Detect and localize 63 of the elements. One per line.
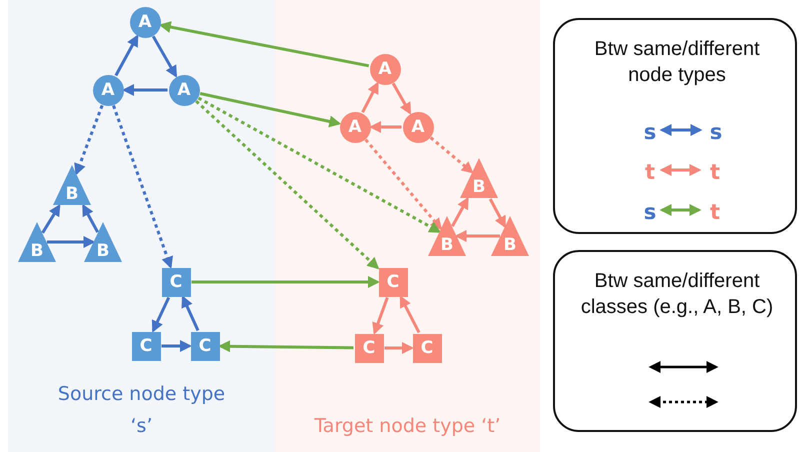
arrow — [152, 296, 170, 333]
arrow — [122, 84, 168, 96]
arrow — [82, 204, 99, 233]
arrow — [158, 21, 370, 68]
square-node: C — [132, 332, 160, 360]
arrow — [200, 92, 342, 128]
arrow — [192, 276, 380, 288]
double-arrow — [660, 164, 702, 176]
arrow — [218, 340, 354, 352]
circle-node: A — [130, 6, 160, 38]
arrow — [372, 296, 389, 335]
dotted-arrow — [112, 105, 173, 269]
circle-node: A — [92, 74, 124, 106]
type-letter: t — [702, 160, 728, 184]
dotted-arrow — [198, 96, 442, 233]
type-letter: t — [637, 160, 663, 184]
type-letter: t — [702, 200, 728, 224]
circle-node: A — [168, 74, 200, 106]
double-arrow — [660, 204, 702, 216]
square-node: C — [412, 334, 442, 362]
arrow — [392, 82, 412, 115]
arrow — [488, 198, 506, 228]
node-type-panel — [8, 0, 275, 452]
square-node: C — [190, 332, 220, 360]
arrow — [451, 196, 469, 227]
legend-heading: Btw same/different node types — [593, 37, 761, 88]
arrow — [182, 295, 200, 332]
panel-title: Source node type ‘s’ — [56, 382, 226, 439]
arrow — [114, 34, 138, 76]
dotted-arrow — [195, 100, 380, 270]
triangle-node: B — [491, 216, 529, 256]
triangle-node: B — [428, 216, 466, 256]
arrow — [400, 295, 420, 334]
double-arrow — [660, 124, 702, 136]
triangle-node: B — [53, 165, 91, 205]
square-node: C — [162, 268, 190, 296]
triangle-node: B — [460, 158, 498, 198]
arrow — [47, 236, 96, 248]
type-letter: s — [703, 120, 729, 144]
arrow — [361, 82, 379, 114]
type-letter: s — [637, 120, 663, 144]
arrow — [384, 342, 414, 354]
circle-node: A — [370, 54, 400, 84]
triangle-node: B — [84, 222, 122, 262]
node-type-panel — [275, 0, 540, 452]
circle-node: A — [402, 112, 434, 142]
dotted-arrow — [430, 136, 474, 174]
legend-card — [553, 250, 797, 432]
arrow — [41, 204, 60, 234]
legend-card — [553, 18, 797, 234]
arrow — [454, 230, 500, 242]
panel-title: Target node type ‘t’ — [313, 414, 502, 439]
legend-heading: Btw same/different classes (e.g., A, B, C) — [580, 269, 774, 320]
circle-node: A — [340, 112, 370, 142]
square-node: C — [354, 334, 384, 362]
triangle-node: B — [18, 222, 56, 262]
dotted-arrow — [74, 104, 104, 176]
type-letter: s — [637, 200, 663, 224]
square-node: C — [378, 268, 408, 296]
dotted-arrow — [364, 138, 442, 230]
arrow — [162, 340, 192, 352]
arrow — [369, 121, 402, 133]
arrow — [152, 36, 178, 78]
